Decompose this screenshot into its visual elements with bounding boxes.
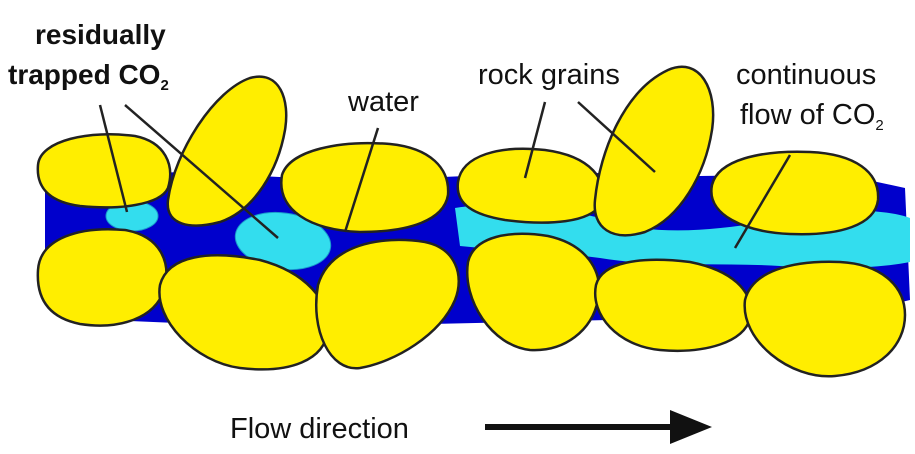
rock-grain: [38, 134, 170, 207]
label-trapped-co2: trapped CO2: [8, 59, 169, 94]
rock-grain: [38, 229, 167, 325]
flow-direction-arrow-icon: [485, 410, 712, 444]
rock-grain: [745, 262, 905, 376]
label-continuous: continuous: [736, 59, 876, 91]
rock-grain: [316, 240, 459, 368]
label-water: water: [347, 86, 419, 118]
rock-grain: [281, 143, 448, 232]
label-flow-of-co2: flow of CO2: [740, 99, 884, 134]
label-flow-direction: Flow direction: [230, 413, 409, 445]
label-residually: residually: [35, 19, 166, 50]
rock-grain: [711, 152, 878, 234]
rock-grain: [467, 234, 599, 350]
label-rock-grains: rock grains: [478, 59, 620, 91]
